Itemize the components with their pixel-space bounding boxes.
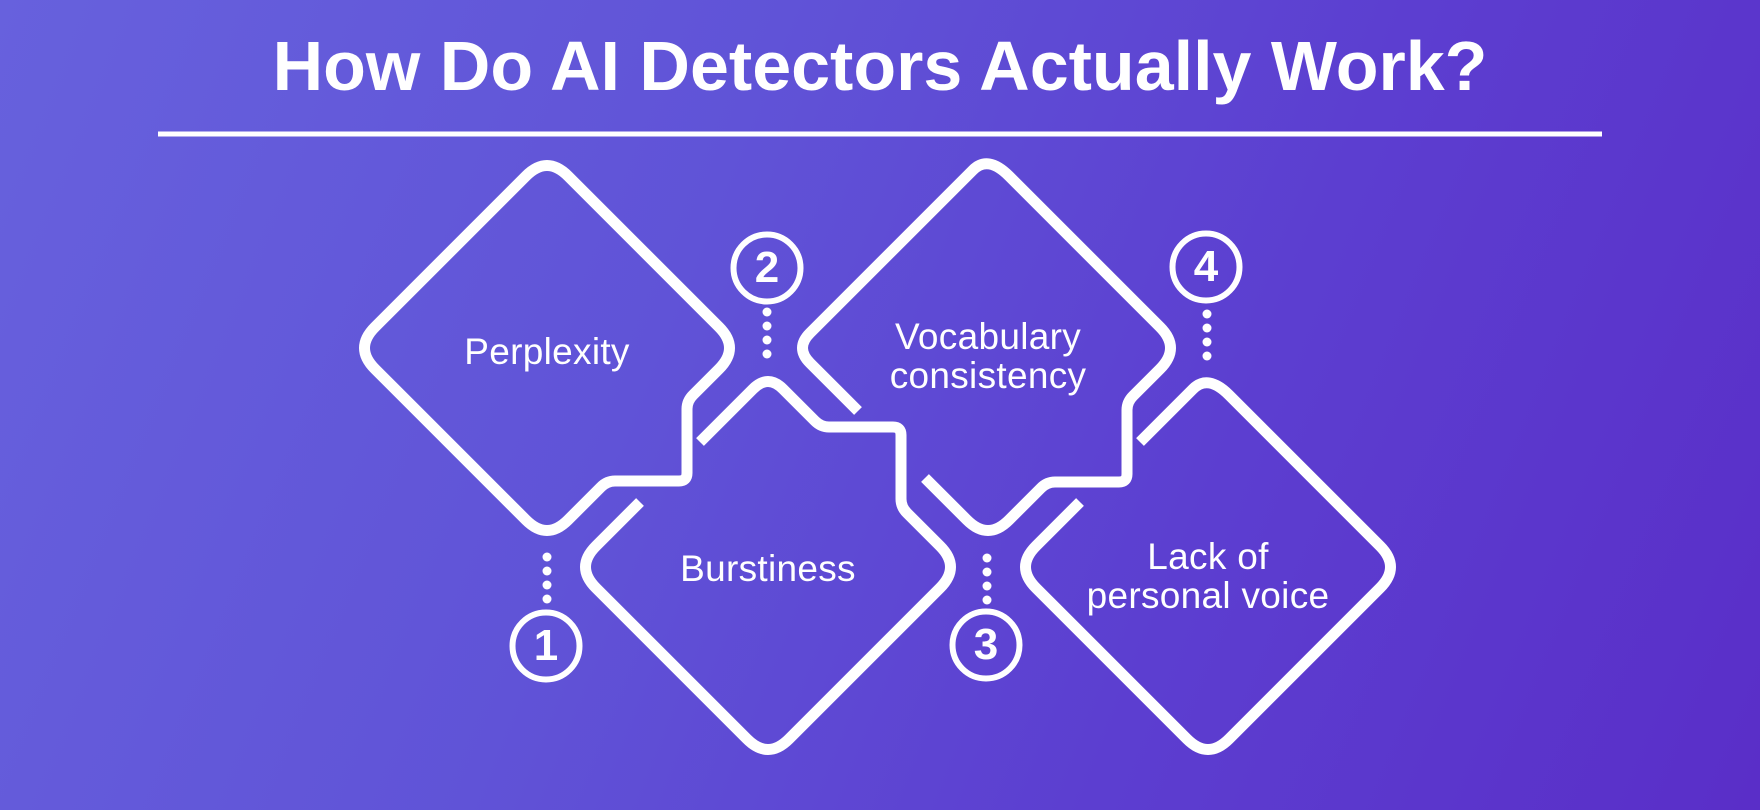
dotted-connector-1 xyxy=(542,552,552,604)
label-line: personal voice xyxy=(1086,575,1330,616)
dotted-connector-4 xyxy=(1202,309,1212,361)
label-perplexity: Perplexity xyxy=(387,311,707,391)
label-line: Perplexity xyxy=(464,330,630,372)
diamond-perplexity xyxy=(359,160,735,536)
badge-number-1: 1 xyxy=(533,621,559,670)
label-line: consistency xyxy=(889,355,1087,396)
badge-number-2: 2 xyxy=(754,243,780,292)
label-line: Lack of xyxy=(1147,536,1269,577)
badge-circle-3 xyxy=(949,608,1023,682)
label-burstiness: Burstiness xyxy=(608,528,928,608)
badge-circle-2 xyxy=(730,231,804,305)
label-line: Vocabulary xyxy=(894,316,1082,357)
badge-number-3: 3 xyxy=(973,620,999,669)
diamond-lack-of-personal-voice xyxy=(1020,377,1396,755)
diamond-burstiness xyxy=(580,376,956,755)
badge-number-4: 4 xyxy=(1193,242,1219,291)
badge-circle-1 xyxy=(509,609,583,683)
dotted-connector-2 xyxy=(762,307,772,359)
page-title: How Do AI Detectors Actually Work? xyxy=(272,27,1488,105)
label-vocabulary-consistency: Vocabulary consistency xyxy=(828,316,1148,396)
badge-circle-4 xyxy=(1169,230,1243,304)
label-lack-of-personal-voice: Lack of personal voice xyxy=(1048,536,1368,616)
diamond-vocabulary-consistency xyxy=(797,158,1176,536)
dotted-connector-3 xyxy=(982,553,992,605)
label-line: Burstiness xyxy=(680,547,856,589)
